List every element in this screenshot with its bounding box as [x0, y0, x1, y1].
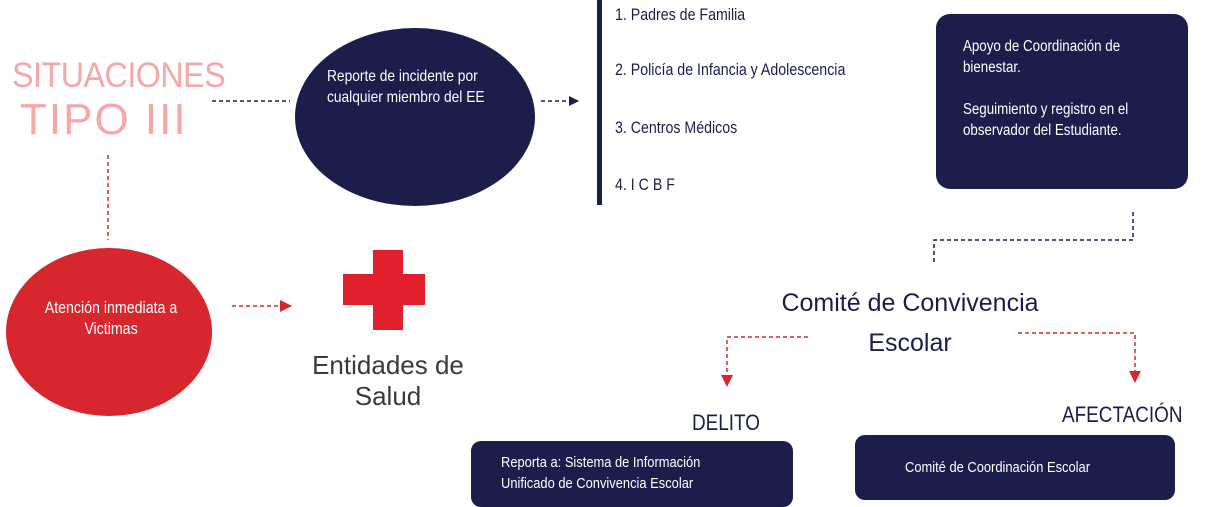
report-node-text: Reporte de incidente por cualquier miemb… — [327, 68, 485, 106]
apoyo-node-text: Apoyo de Coordinación de bienestar. Segu… — [963, 36, 1152, 141]
apoyo-node — [936, 14, 1188, 189]
title-line-1: SITUACIONES — [12, 56, 226, 95]
afectacion-box-text: Comité de Coordinación Escolar — [905, 459, 1090, 476]
apoyo-line-2: Seguimiento y registro en el observador … — [963, 101, 1129, 139]
atencion-node-text: Atención inmediata a Victimas — [44, 299, 178, 338]
delito-label: DELITO — [692, 410, 760, 435]
red-cross-icon — [343, 250, 425, 330]
arrow-comite-afectacion — [1018, 332, 1141, 383]
salud-node: Entidades de Salud — [298, 350, 478, 412]
connector-apoyo-comite — [933, 212, 1134, 262]
report-node — [295, 28, 535, 206]
salud-line-2: Salud — [354, 381, 422, 411]
list-item: 2. Policía de Infancia y Adolescencia — [615, 61, 846, 79]
delito-box-line-2: Unificado de Convivencia Escolar — [501, 475, 694, 492]
delito-box-text: Reporta a: Sistema de Información Unific… — [501, 452, 750, 494]
comite-node: Comité de Convivencia Escolar — [740, 283, 1080, 363]
arrow-comite-delito — [721, 336, 808, 387]
salud-line-1: Entidades de — [312, 350, 464, 380]
apoyo-line-1: Apoyo de Coordinación de bienestar. — [963, 38, 1121, 76]
list-divider — [597, 0, 602, 205]
delito-box — [471, 441, 793, 507]
atencion-node — [6, 248, 212, 416]
comite-line-2: Escolar — [868, 329, 952, 357]
delito-box-line-1: Reporta a: Sistema de Información — [501, 454, 701, 471]
afectacion-box — [855, 435, 1175, 500]
list-item: 3. Centros Médicos — [615, 119, 738, 137]
title-line-2: TIPO III — [20, 95, 188, 144]
afectacion-label: AFECTACIÓN — [1062, 402, 1183, 427]
list-item: 4. I C B F — [615, 176, 675, 194]
list-item: 1. Padres de Familia — [615, 6, 746, 24]
comite-line-1: Comité de Convivencia — [781, 289, 1039, 317]
